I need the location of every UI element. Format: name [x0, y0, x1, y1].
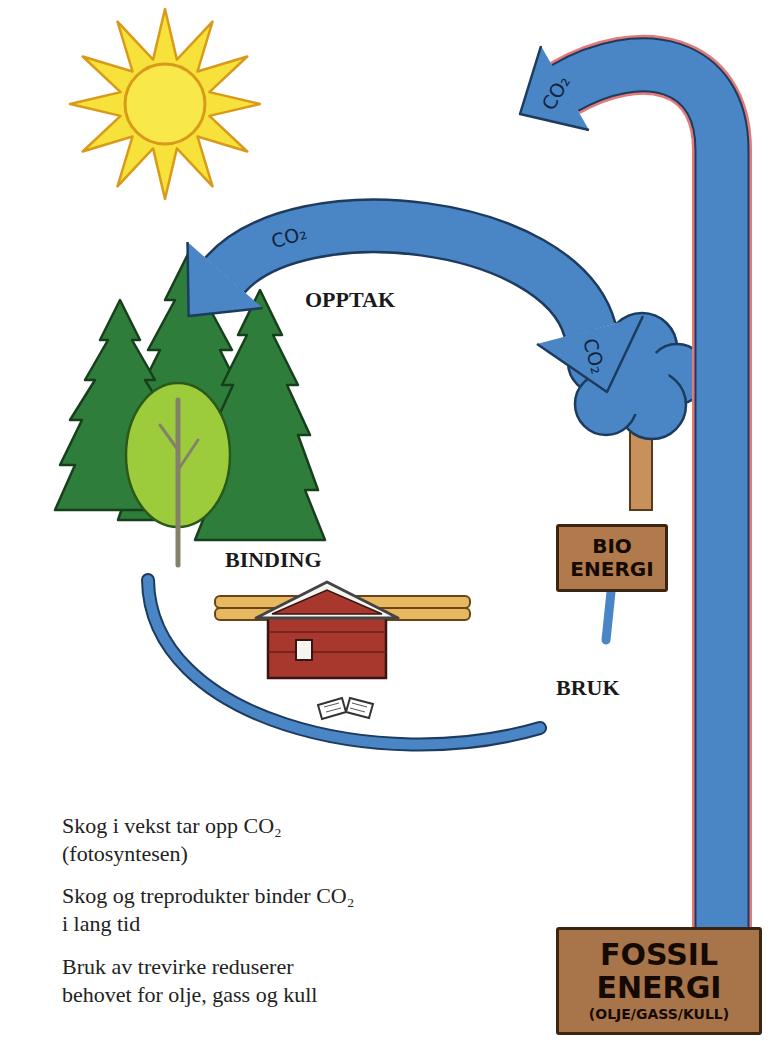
node-heading: BIO ENERGI: [567, 535, 657, 581]
sun: [125, 64, 205, 144]
use-arc: [148, 580, 611, 744]
stage-label: BRUK: [556, 676, 620, 700]
node-heading: FOSSIL ENERGI: [567, 938, 751, 1005]
cabin: [256, 582, 398, 618]
note-text: Skog og treprodukter binder CO₂ i lang t…: [62, 882, 362, 938]
book: [352, 703, 367, 707]
deciduous-tree: [176, 400, 181, 565]
deciduous-tree: [126, 383, 230, 565]
cabin: [268, 631, 386, 633]
co2-cycle-arrow: [188, 226, 591, 330]
fossil-energy-box: FOSSIL ENERGI(OLJE/GASS/KULL): [556, 927, 762, 1035]
co2-arrowhead: [537, 316, 643, 392]
deciduous-tree: [178, 440, 198, 470]
co2-cycle-arrow: [188, 242, 263, 316]
smoke-cloud: [568, 313, 707, 510]
note-text: Bruk av trevirke reduserer behovet for o…: [62, 953, 362, 1009]
note-text: Skog i vekst tar opp CO₂ (fotosyntesen): [62, 812, 362, 868]
book: [350, 708, 365, 712]
book: [324, 703, 339, 707]
cabin: [268, 612, 386, 678]
book: [318, 698, 346, 719]
co2-arrowhead: [537, 316, 643, 392]
book: [326, 708, 341, 712]
cabin: [296, 640, 312, 660]
use-arc: [148, 580, 540, 744]
stage-label: BINDING: [225, 548, 322, 572]
deciduous-tree: [160, 425, 178, 450]
bio-energy-sign: BIO ENERGI: [556, 524, 668, 592]
stage-label: OPPTAK: [305, 288, 395, 312]
cabin: [272, 590, 382, 614]
cabin: [256, 582, 398, 678]
book: [318, 698, 373, 719]
fossil-co2-arrow: [520, 46, 722, 1000]
fossil-co2-arrow: [520, 46, 589, 130]
cabin: [268, 651, 386, 653]
use-arc: [148, 580, 540, 744]
node-subtext: (OLJE/GASS/KULL): [567, 1005, 751, 1023]
sun: [70, 9, 260, 199]
book: [346, 698, 373, 718]
sun: [70, 9, 260, 199]
use-arc: [606, 592, 611, 640]
